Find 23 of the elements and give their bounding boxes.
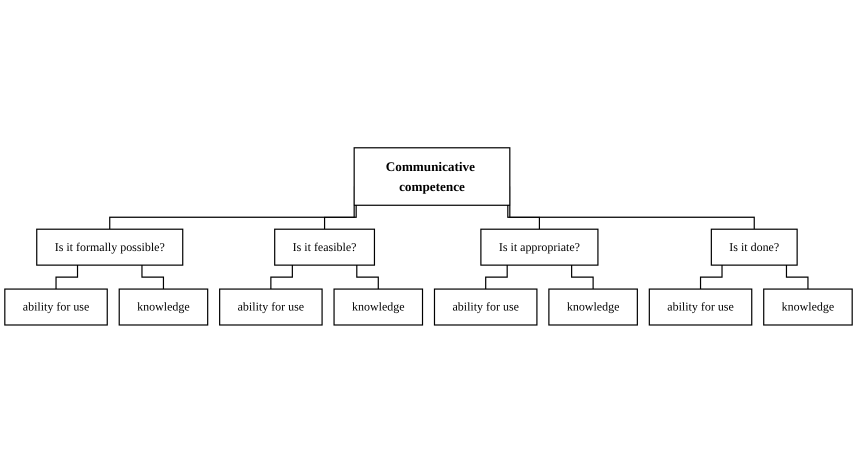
node-box: Is it done?	[710, 228, 798, 266]
node-box: Is it formally possible?	[36, 228, 184, 266]
node-box: ability for use	[4, 288, 108, 326]
connector	[571, 265, 594, 290]
connector	[700, 265, 723, 290]
connector	[55, 265, 78, 290]
node-box: ability for use	[434, 288, 538, 326]
connector	[324, 205, 357, 230]
node-box: ability for use	[219, 288, 323, 326]
node-box: knowledge	[118, 288, 208, 326]
node-box: Is it feasible?	[274, 228, 376, 266]
node-box: knowledge	[763, 288, 853, 326]
connector	[141, 265, 164, 290]
node-box: knowledge	[548, 288, 638, 326]
node-box: ability for use	[648, 288, 752, 326]
connector	[270, 265, 293, 290]
connector	[485, 265, 508, 290]
node-box: Communicative competence	[354, 147, 510, 206]
connector	[356, 265, 379, 290]
connector	[507, 205, 540, 230]
node-box: Is it appropriate?	[480, 228, 599, 266]
node-box: knowledge	[333, 288, 424, 326]
connector	[786, 265, 809, 290]
